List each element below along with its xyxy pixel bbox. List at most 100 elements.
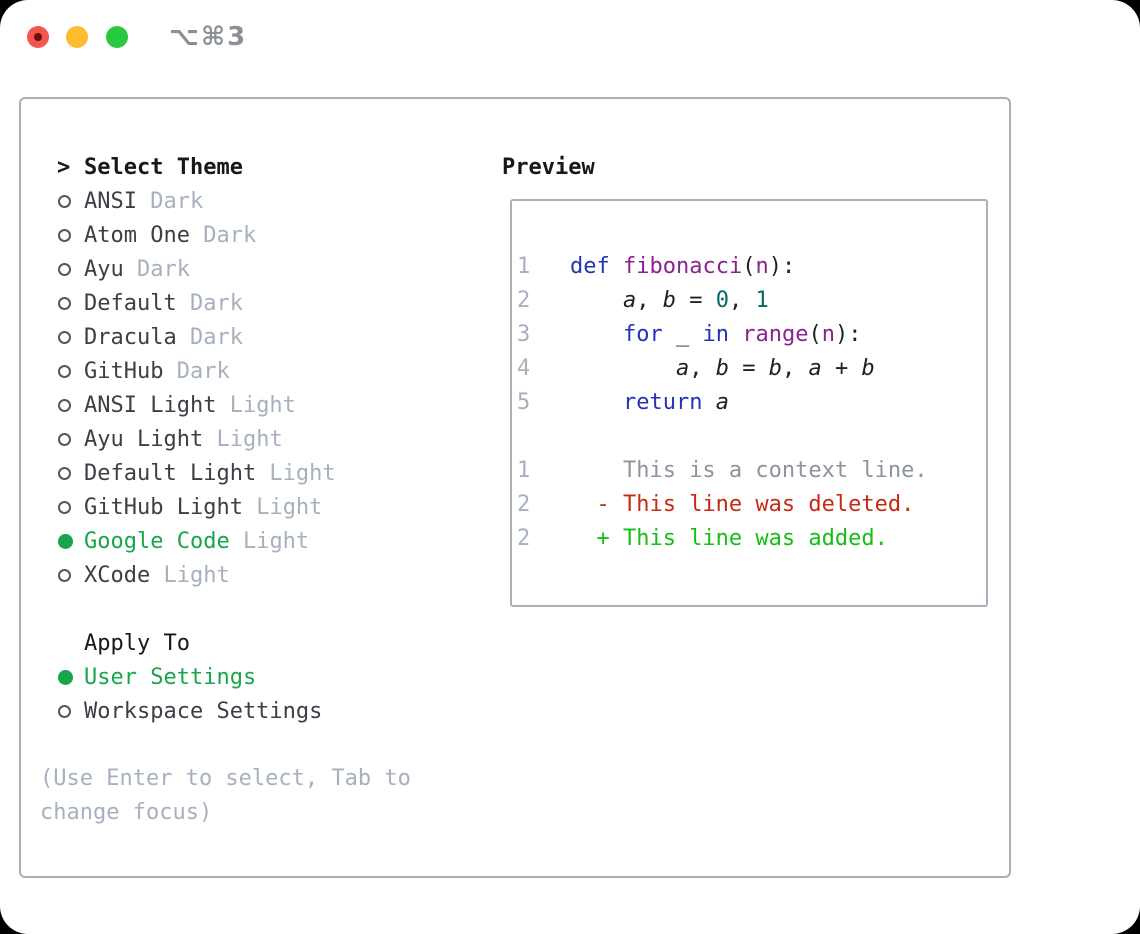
theme-item-dracula-dark[interactable]: Dracula Dark (57, 320, 336, 354)
diff-line-context: 1 This is a context line. (517, 458, 928, 483)
theme-item-variant: Dark (136, 188, 204, 214)
radio-glyph (58, 500, 71, 514)
theme-item-label: Ayu (84, 256, 124, 282)
apply-to-title: Apply To (84, 630, 190, 656)
radio-selected-icon[interactable] (57, 533, 84, 549)
theme-item-variant: Light (216, 392, 296, 418)
theme-item-github-dark[interactable]: GitHub Dark (57, 354, 336, 388)
theme-item-label: ANSI (84, 188, 137, 214)
radio-glyph (58, 364, 71, 378)
theme-item-ayu-dark[interactable]: Ayu Dark (57, 252, 336, 286)
theme-item-google-code[interactable]: Google Code Light (57, 524, 336, 558)
radio-icon[interactable] (57, 568, 84, 582)
theme-item-variant: Dark (176, 290, 243, 316)
theme-item-variant: Light (242, 494, 323, 520)
line-number: 4 (517, 356, 570, 381)
theme-item-variant: Dark (189, 222, 257, 248)
radio-glyph (58, 330, 71, 344)
radio-icon[interactable] (57, 500, 84, 514)
line-number: 2 (517, 526, 570, 551)
radio-icon[interactable] (57, 704, 84, 718)
minimize-button-icon[interactable] (66, 26, 88, 48)
radio-icon[interactable] (57, 330, 84, 344)
radio-glyph (58, 228, 71, 242)
code-line: 1 def fibonacci(n): (517, 254, 796, 279)
theme-item-variant: Light (203, 426, 283, 452)
theme-item-label: Ayu Light (84, 426, 204, 452)
apply-option-label: User Settings (84, 664, 257, 690)
theme-list-header: > Select Theme (57, 150, 336, 184)
radio-icon[interactable] (57, 228, 84, 242)
theme-item-ansi-light[interactable]: ANSI Light Light (57, 388, 336, 422)
theme-list-title: Select Theme (84, 154, 243, 180)
theme-item-label: Default Light (84, 460, 257, 486)
blank-line (517, 420, 986, 454)
radio-icon[interactable] (57, 432, 84, 446)
radio-glyph (58, 466, 71, 480)
theme-item-ayu-light[interactable]: Ayu Light Light (57, 422, 336, 456)
theme-item-variant: Dark (176, 324, 243, 350)
radio-glyph (58, 533, 73, 549)
theme-item-label: XCode (84, 562, 151, 588)
line-number: 3 (517, 322, 570, 347)
help-line: change focus) (40, 800, 213, 825)
apply-option-user-settings[interactable]: User Settings (57, 660, 322, 694)
radio-glyph (58, 568, 71, 582)
radio-glyph (58, 704, 71, 718)
theme-item-variant: Light (229, 528, 310, 554)
theme-item-label: GitHub Light (84, 494, 243, 520)
theme-item-ansi-dark[interactable]: ANSI Dark (57, 184, 336, 218)
line-number: 5 (517, 390, 570, 415)
radio-icon[interactable] (57, 364, 84, 378)
code-line: 5 return a (517, 390, 729, 415)
theme-item-xcode[interactable]: XCode Light (57, 558, 336, 592)
theme-item-variant: Light (256, 460, 336, 486)
line-number: 2 (517, 492, 570, 517)
preview-title: Preview (502, 154, 595, 180)
theme-item-label: Atom One (84, 222, 190, 248)
caret-glyph: > (57, 154, 71, 180)
line-number: 1 (517, 254, 570, 279)
radio-icon[interactable] (57, 194, 84, 208)
focus-caret-icon: > (57, 155, 84, 180)
theme-item-label: Default (84, 290, 177, 316)
theme-item-label: Dracula (84, 324, 177, 350)
theme-item-label: ANSI Light (84, 392, 217, 418)
radio-selected-icon[interactable] (57, 669, 84, 685)
apply-option-workspace-settings[interactable]: Workspace Settings (57, 694, 322, 728)
code-line: 4 a, b = b, a + b (517, 356, 875, 381)
radio-icon[interactable] (57, 262, 84, 276)
close-button-icon[interactable] (27, 26, 49, 48)
radio-glyph (58, 296, 71, 310)
theme-item-label: Google Code (84, 528, 230, 554)
theme-item-default-light[interactable]: Default Light Light (57, 456, 336, 490)
theme-item-default-dark[interactable]: Default Dark (57, 286, 336, 320)
line-number: 2 (517, 288, 570, 313)
radio-icon[interactable] (57, 466, 84, 480)
theme-item-label: GitHub (84, 358, 164, 384)
radio-glyph (58, 669, 73, 685)
theme-item-atom-one-dark[interactable]: Atom One Dark (57, 218, 336, 252)
code-line: 2 a, b = 0, 1 (517, 288, 769, 313)
theme-item-variant: Dark (163, 358, 230, 384)
zoom-button-icon[interactable] (106, 26, 128, 48)
theme-item-github-light[interactable]: GitHub Light Light (57, 490, 336, 524)
window-title: ⌥⌘3 (169, 22, 248, 52)
radio-icon[interactable] (57, 296, 84, 310)
radio-glyph (58, 262, 71, 276)
apply-option-label: Workspace Settings (84, 698, 323, 724)
theme-item-variant: Dark (123, 256, 190, 282)
theme-item-variant: Light (150, 562, 230, 588)
radio-icon[interactable] (57, 398, 84, 412)
radio-glyph (58, 398, 71, 412)
diff-line-deleted: 2 - This line was deleted. (517, 492, 915, 517)
radio-glyph (58, 432, 71, 446)
apply-to-header-row: Apply To (57, 626, 322, 660)
line-number: 1 (517, 458, 570, 483)
